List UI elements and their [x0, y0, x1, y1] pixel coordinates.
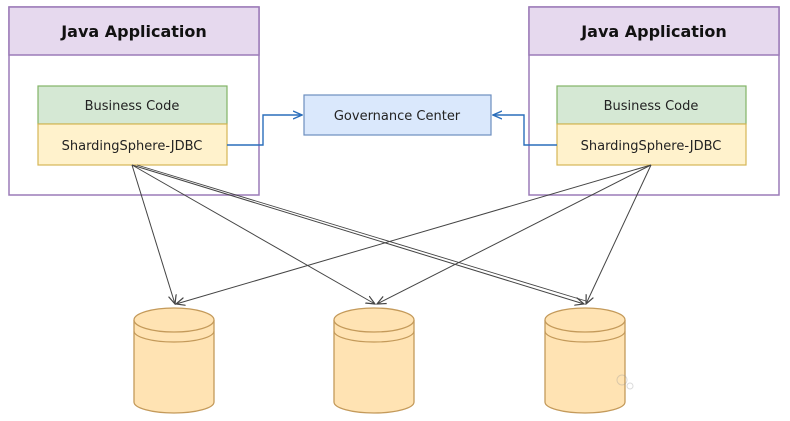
route-arrow	[131, 164, 584, 304]
database-top	[544, 307, 626, 333]
sharding-jdbc-label: ShardingSphere-JDBC	[581, 139, 722, 154]
jdbc-to-governance-arrow	[227, 115, 302, 146]
app-title: Java Application	[60, 22, 207, 41]
java-application-right: Java Application Business Code ShardingS…	[528, 6, 780, 196]
database-rim	[333, 330, 415, 343]
watermark-icon	[616, 374, 634, 390]
app-title: Java Application	[580, 22, 727, 41]
database-top	[133, 307, 215, 333]
database-rim	[544, 330, 626, 343]
business-code-label: Business Code	[85, 99, 180, 114]
business-code-box	[37, 85, 228, 125]
route-arrow-shadow	[136, 164, 587, 302]
route-arrow	[377, 164, 652, 304]
route-arrow	[131, 164, 375, 304]
sharding-jdbc-label: ShardingSphere-JDBC	[62, 139, 203, 154]
app-header	[8, 6, 260, 56]
route-arrow	[586, 164, 652, 304]
governance-center: Governance Center	[303, 94, 492, 136]
database-3	[544, 307, 626, 414]
route-arrow	[131, 164, 175, 304]
database-body	[133, 320, 215, 414]
database-body	[544, 320, 626, 414]
route-arrow	[176, 164, 652, 304]
governance-box	[303, 94, 492, 136]
jdbc-to-governance-arrow	[493, 115, 557, 146]
database-rim	[133, 330, 215, 343]
database-1	[133, 307, 215, 414]
database-body	[333, 320, 415, 414]
java-application-left: Java Application Business Code ShardingS…	[8, 6, 260, 196]
app-header	[528, 6, 780, 56]
database-top	[333, 307, 415, 333]
database-2	[333, 307, 415, 414]
governance-label: Governance Center	[334, 109, 461, 124]
business-code-label: Business Code	[604, 99, 699, 114]
